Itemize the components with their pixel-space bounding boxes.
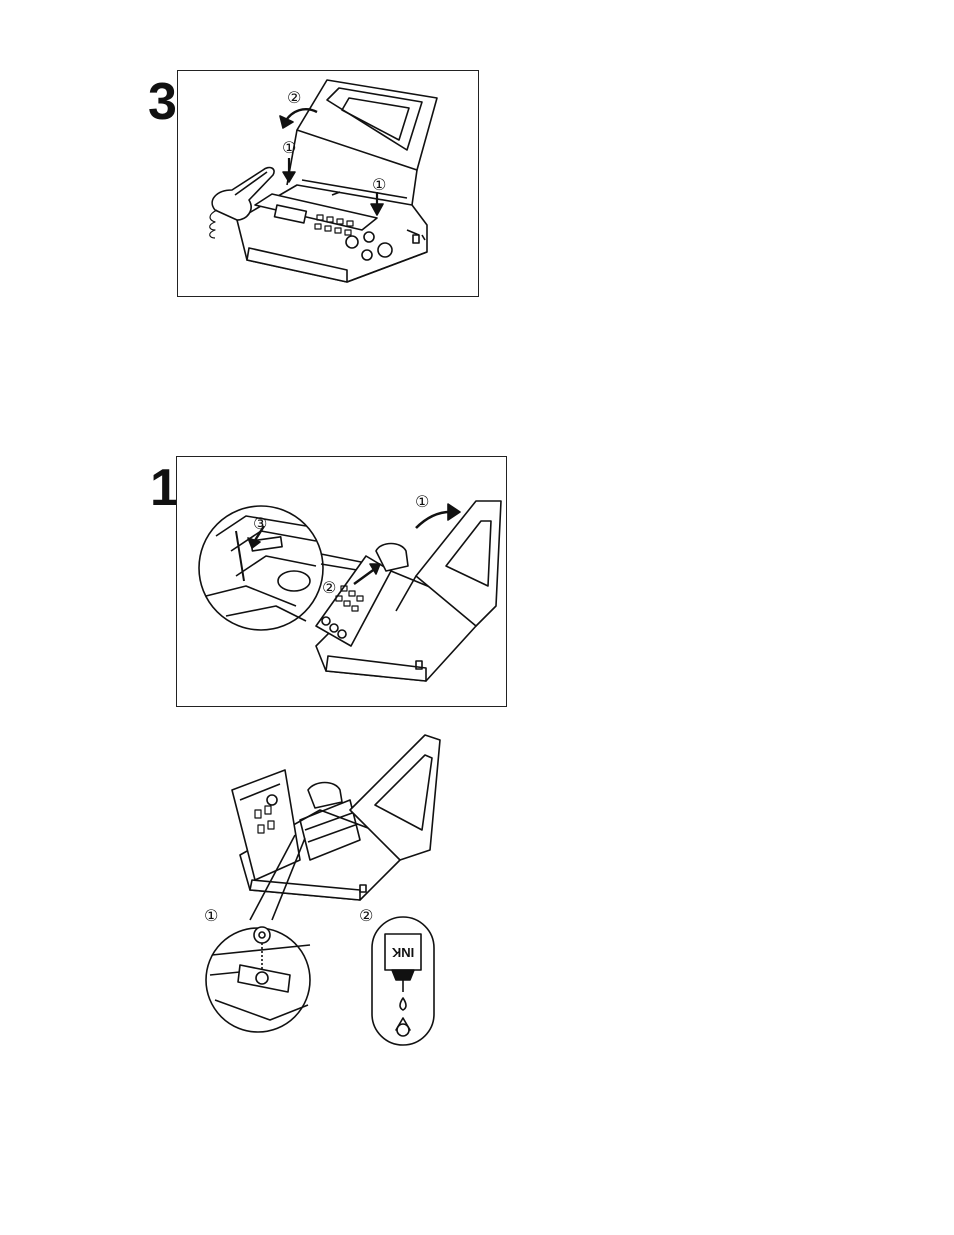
step-number-3: 3 [148, 76, 177, 128]
callout-unit-step-1: ② [322, 580, 336, 596]
callout-left-press-step-3: ① [282, 140, 296, 156]
callout-inset-step-1: ③ [253, 516, 267, 532]
ink-bottle-label: INK [391, 945, 414, 960]
fax-machine-closing-lid-illustration [177, 70, 479, 297]
callout-ink-bottle-panel-c: ② [359, 908, 373, 924]
ink-refill-illustration: INK [200, 730, 460, 1050]
callout-lid-step-3: ② [287, 90, 301, 106]
callout-right-press-step-3: ① [372, 177, 386, 193]
step-number-1: 1 [150, 462, 179, 514]
callout-nozzle-panel-c: ① [204, 908, 218, 924]
fax-machine-opening-lid-illustration [176, 456, 507, 707]
callout-lid-step-1: ① [415, 494, 429, 510]
